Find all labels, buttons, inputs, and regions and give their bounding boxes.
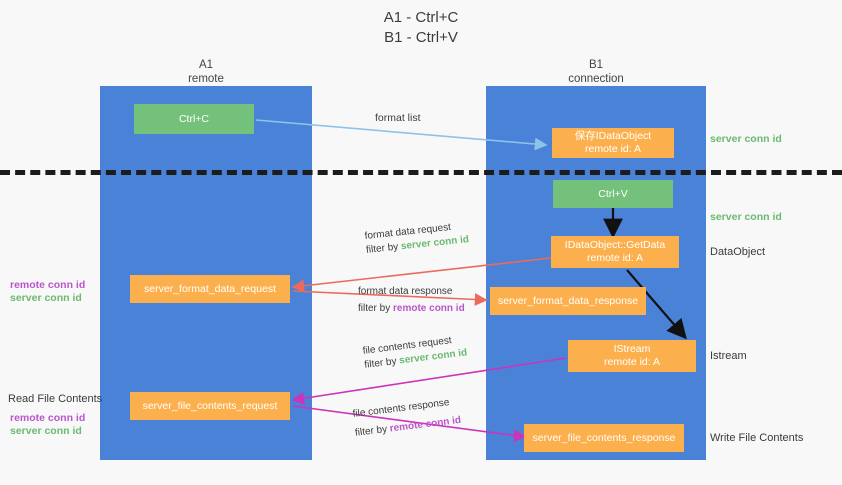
box-save-idataobject-line1: 保存IDataObject [574, 130, 652, 142]
note-server-conn-id-top: server conn id [710, 133, 782, 145]
box-server-file-contents-request-label: server_file_contents_request [142, 399, 278, 412]
edge-label-format-data-response-line1: format data response [358, 286, 453, 297]
note-server-conn-id-1: server conn id [10, 292, 82, 304]
note-remote-conn-id-1: remote conn id [10, 279, 86, 291]
note-server-conn-id-2: server conn id [10, 425, 82, 437]
filter-prefix: filter by [363, 355, 400, 371]
phase-divider-line [0, 170, 842, 175]
note-remote-conn-id-2: remote conn id [10, 412, 86, 424]
column-left-name: A1 [198, 59, 214, 71]
column-header-left: A1 remote [100, 58, 312, 86]
filter-key-remote-conn-id: remote conn id [389, 414, 462, 435]
column-right-role: connection [568, 73, 624, 85]
title-line-1: A1 - Ctrl+C [383, 9, 459, 26]
box-server-file-contents-request[interactable]: server_file_contents_request [130, 392, 290, 420]
box-ctrl-c[interactable]: Ctrl+C [134, 104, 254, 134]
edge-label-format-data-response: format data response filter by remote co… [358, 285, 465, 316]
note-istream: Istream [710, 350, 747, 362]
box-server-file-contents-response[interactable]: server_file_contents_response [524, 424, 684, 452]
edge-label-format-data-request: format data request filter by server con… [364, 219, 470, 258]
box-ctrl-v-label: Ctrl+V [598, 187, 628, 200]
box-server-format-data-request[interactable]: server_format_data_request [130, 275, 290, 303]
box-ctrl-v[interactable]: Ctrl+V [553, 180, 673, 208]
box-server-format-data-request-label: server_format_data_request [144, 282, 276, 295]
box-istream[interactable]: IStream remote id: A [568, 340, 696, 372]
filter-key-remote-conn-id: remote conn id [393, 303, 465, 314]
column-header-right: B1 connection [486, 58, 706, 86]
note-write-file-contents: Write File Contents [710, 432, 804, 444]
filter-prefix: filter by [365, 241, 402, 256]
box-save-idataobject[interactable]: 保存IDataObject remote id: A [552, 128, 674, 158]
box-server-format-data-response-label: server_format_data_response [497, 294, 639, 307]
box-save-idataobject-line2: remote id: A [584, 143, 642, 155]
box-server-format-data-response[interactable]: server_format_data_response [490, 287, 646, 315]
title-line-2: B1 - Ctrl+V [384, 29, 458, 46]
filter-prefix: filter by [354, 423, 391, 439]
column-right-name: B1 [588, 59, 604, 71]
box-istream-line1: IStream [613, 343, 651, 355]
edge-label-file-contents-request: file contents request filter by server c… [362, 332, 468, 372]
box-ctrl-c-label: Ctrl+C [178, 112, 210, 125]
column-left-role: remote [188, 73, 224, 85]
filter-prefix: filter by [358, 303, 394, 314]
note-read-file-contents: Read File Contents [8, 393, 103, 405]
box-getdata-line2: remote id: A [586, 252, 644, 264]
note-server-conn-id-mid: server conn id [710, 211, 782, 223]
edge-label-format-list: format list [375, 112, 421, 124]
edge-label-format-data-response-line2: filter by remote conn id [358, 302, 465, 316]
box-idataobject-getdata[interactable]: IDataObject::GetData remote id: A [551, 236, 679, 268]
box-getdata-line1: IDataObject::GetData [564, 239, 666, 251]
box-istream-line2: remote id: A [603, 356, 661, 368]
box-server-file-contents-response-label: server_file_contents_response [532, 431, 676, 444]
edge-label-file-contents-response: file contents response filter by remote … [352, 395, 462, 441]
diagram-title: A1 - Ctrl+C B1 - Ctrl+V [0, 8, 842, 48]
note-dataobject: DataObject [710, 246, 766, 258]
